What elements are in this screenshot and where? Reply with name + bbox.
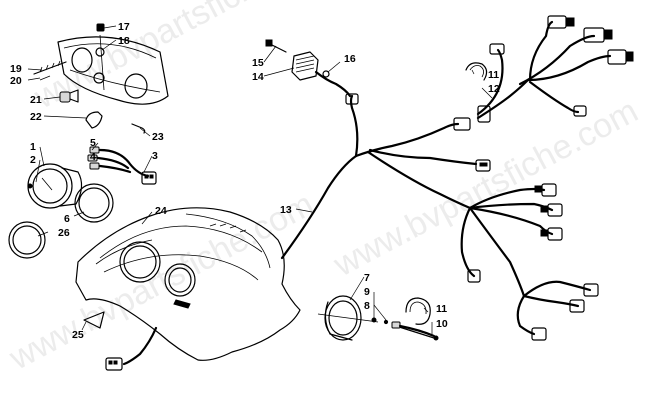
callout-13: 13 [280, 204, 292, 216]
watermark-text-3: www.bvpartsfiche.com [327, 92, 644, 285]
callout-22: 22 [30, 111, 42, 123]
trim-ring-6 [74, 183, 114, 223]
callout-6: 6 [64, 213, 70, 225]
callout-25: 25 [72, 329, 84, 341]
callout-14: 14 [252, 71, 264, 83]
callout-24: 24 [155, 205, 167, 217]
callout-4: 4 [90, 151, 96, 163]
callout-18: 18 [118, 35, 130, 47]
indicator-light-harness [87, 146, 157, 185]
callout-1: 1 [30, 141, 36, 153]
right-side-harness [460, 183, 599, 341]
callout-21: 21 [30, 94, 42, 106]
tachometer-gauge [317, 295, 379, 341]
callout-2: 2 [30, 154, 36, 166]
callout-17: 17 [118, 21, 130, 33]
leader-lines [27, 25, 493, 336]
callout-26: 26 [58, 227, 70, 239]
callout-12: 12 [488, 83, 500, 95]
callout-9: 9 [364, 286, 370, 298]
dash-panel [75, 207, 301, 371]
clip-11-lower [405, 297, 431, 325]
main-wiring-harness [280, 94, 491, 260]
headlight-assembly [33, 23, 169, 134]
callout-11-upper: 11 [488, 69, 499, 81]
callout-19: 19 [10, 63, 22, 75]
callout-8: 8 [364, 300, 370, 312]
watermark-text-1: www.bvpartsfiche.com [27, 0, 344, 117]
callout-11-lower: 11 [436, 303, 447, 315]
upper-right-harness [465, 15, 634, 123]
trim-ring-26 [8, 221, 46, 259]
callout-labels: 17 18 19 20 21 22 23 1 2 5 4 3 6 26 24 2… [10, 21, 500, 341]
callout-5: 5 [90, 137, 96, 149]
callout-10: 10 [436, 318, 448, 330]
speedometer-gauge [27, 163, 83, 209]
callout-7: 7 [364, 272, 370, 284]
temperature-sensor [371, 317, 439, 341]
callout-3: 3 [152, 150, 158, 162]
callout-23: 23 [152, 131, 164, 143]
callout-15: 15 [252, 57, 264, 69]
callout-16: 16 [344, 53, 356, 65]
callout-20: 20 [10, 75, 22, 87]
